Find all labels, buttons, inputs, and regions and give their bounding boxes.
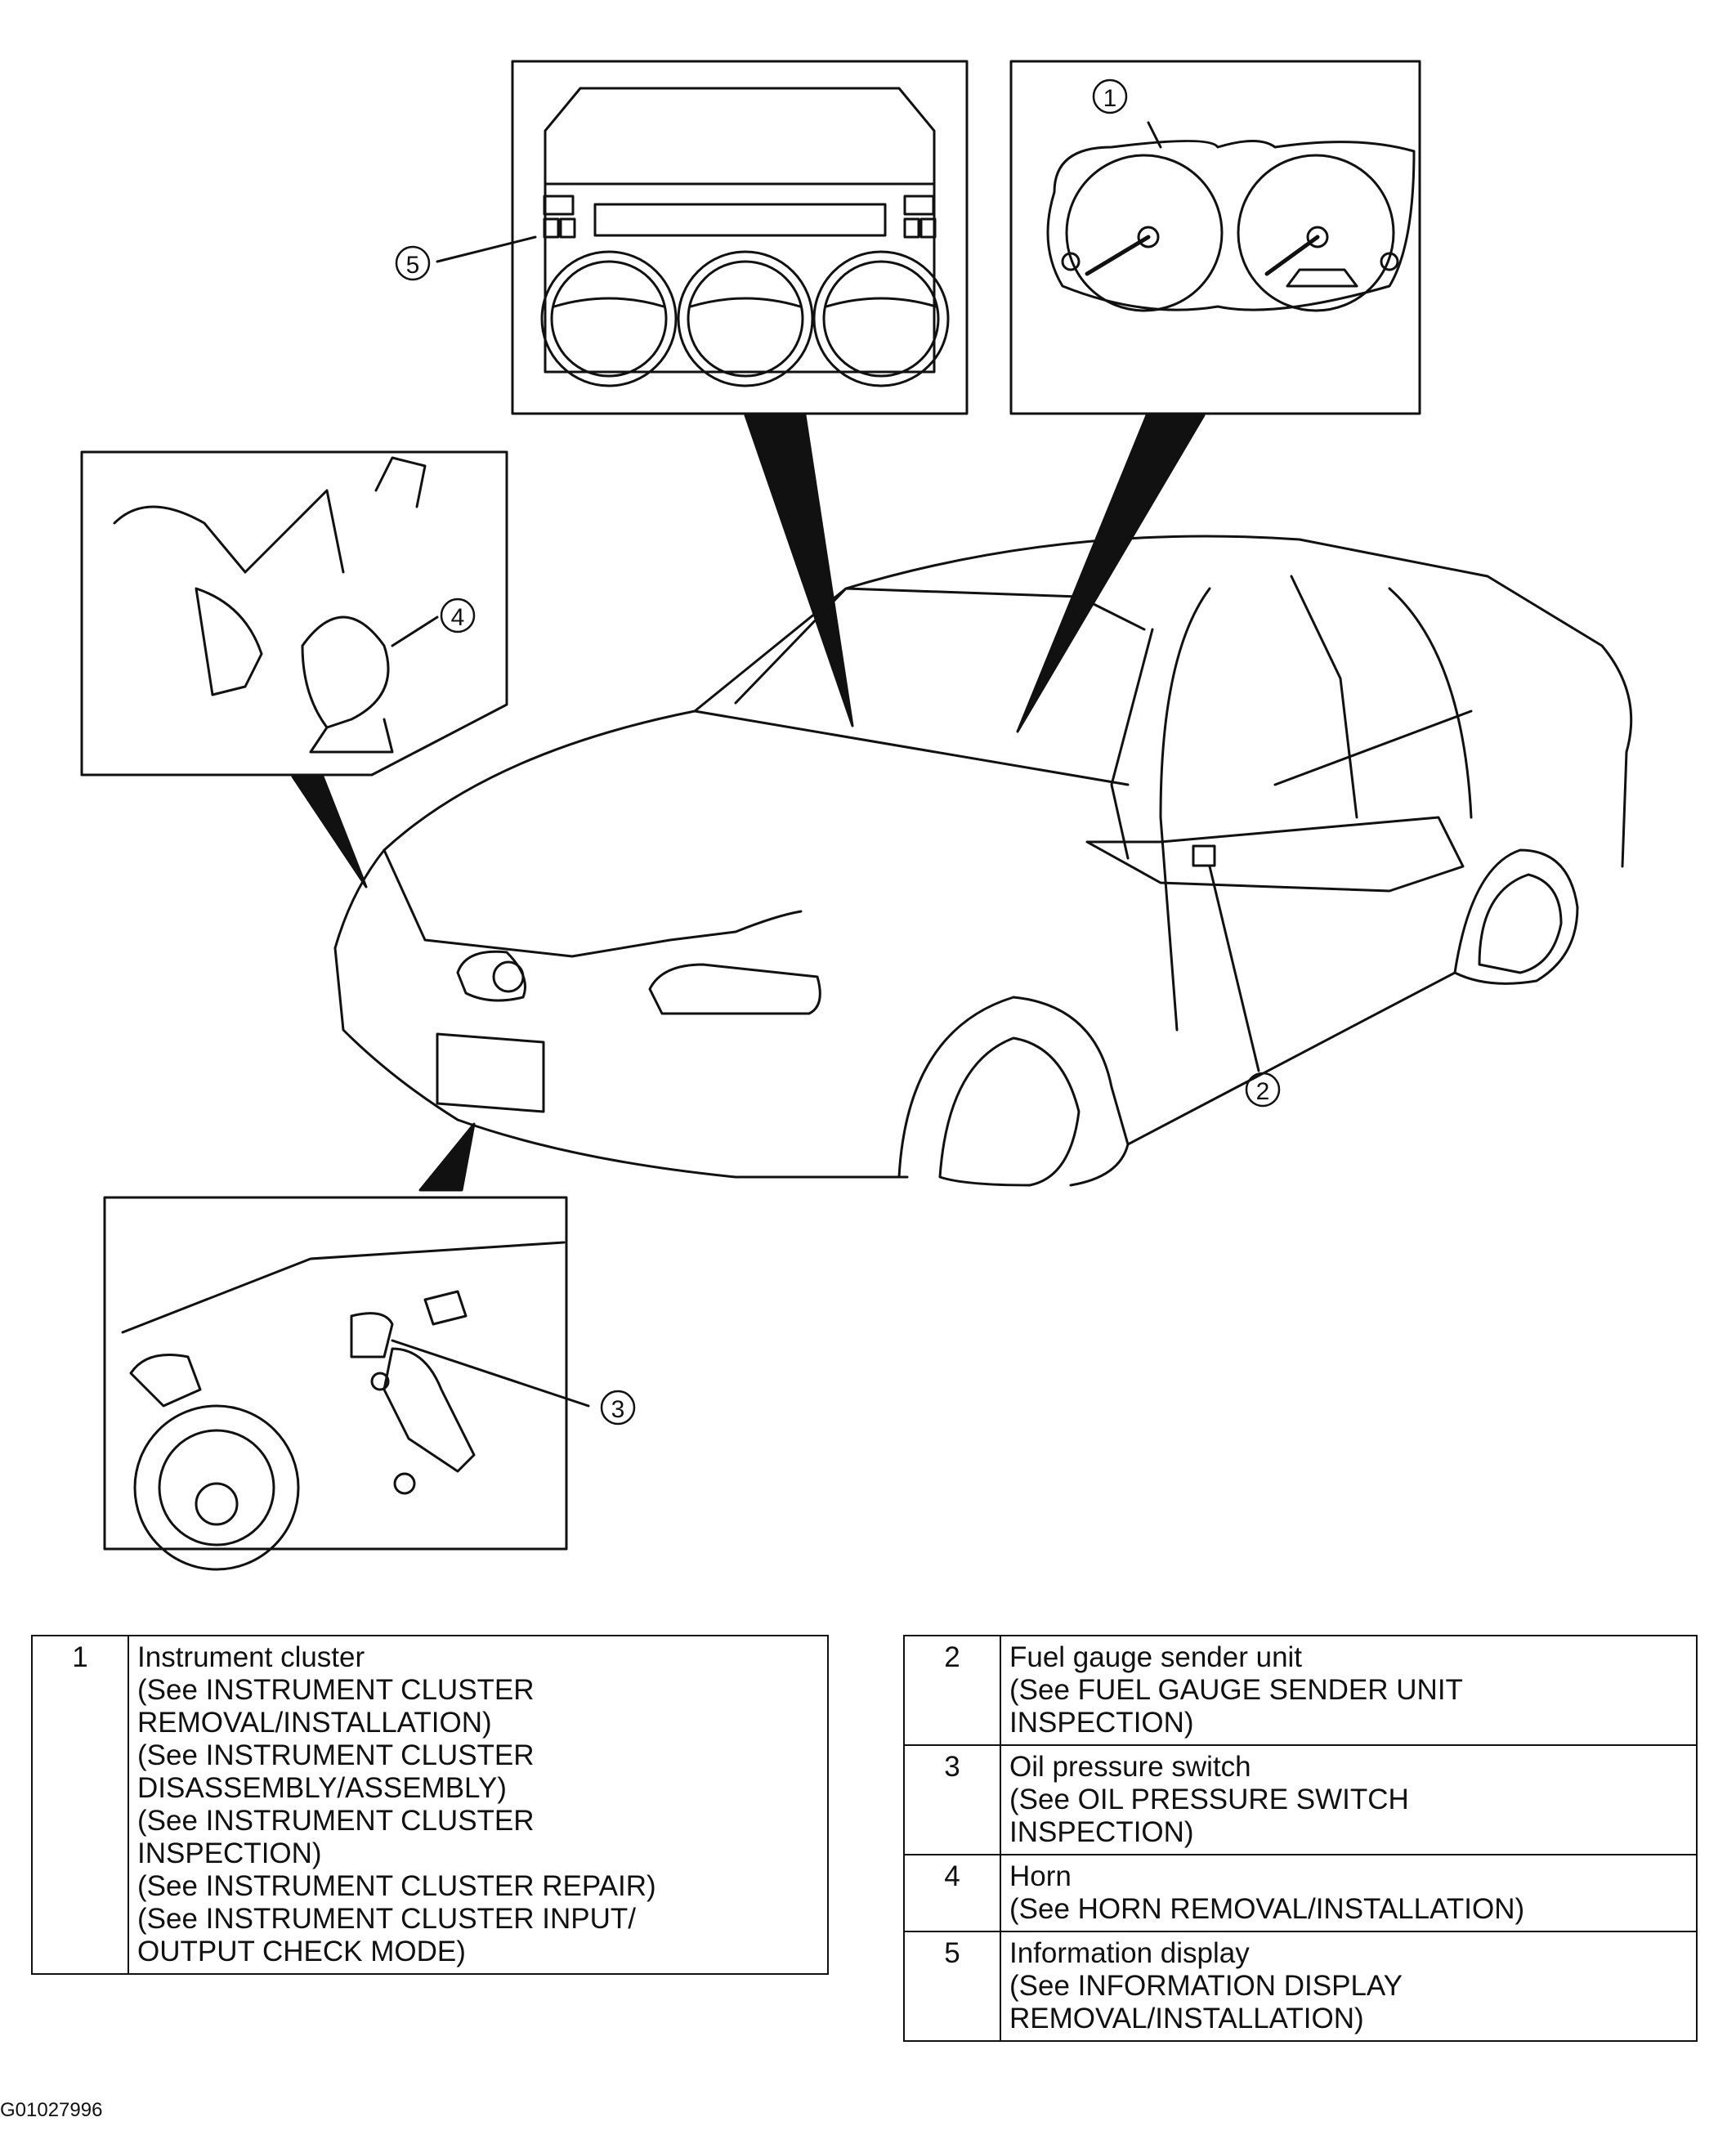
legend-number: 4 bbox=[903, 1854, 1001, 1932]
inset-oil-pressure-switch bbox=[103, 1196, 590, 1571]
figure-id: G01027996 bbox=[0, 2099, 103, 2121]
legend-line: Instrument cluster bbox=[137, 1641, 365, 1673]
legend-line: INSPECTION) bbox=[1009, 1707, 1194, 1739]
legend-line: REMOVAL/INSTALLATION) bbox=[137, 1707, 492, 1739]
legend-line: INSPECTION) bbox=[1009, 1816, 1194, 1848]
inset-horn bbox=[80, 450, 508, 777]
legend-number: 5 bbox=[903, 1931, 1001, 2042]
legend-line: DISASSEMBLY/ASSEMBLY) bbox=[137, 1772, 507, 1804]
legend-description: Instrument cluster (See INSTRUMENT CLUST… bbox=[128, 1635, 829, 1975]
legend-line: (See INSTRUMENT CLUSTER REPAIR) bbox=[137, 1870, 656, 1902]
pointer-wedges bbox=[291, 414, 1206, 1192]
legend-line: Information display bbox=[1009, 1937, 1250, 1969]
car-outline bbox=[333, 535, 1633, 1187]
inset-instrument-cluster bbox=[1009, 60, 1421, 415]
legend-line: REMOVAL/INSTALLATION) bbox=[1009, 2003, 1364, 2034]
legend-row-2: 2 Fuel gauge sender unit (See FUEL GAUGE… bbox=[903, 1635, 1698, 1746]
legend-line: (See INSTRUMENT CLUSTER INPUT/ bbox=[137, 1903, 636, 1935]
legend-description: Oil pressure switch (See OIL PRESSURE SW… bbox=[1000, 1744, 1698, 1855]
legend-line: (See INSTRUMENT CLUSTER bbox=[137, 1674, 535, 1706]
callout-3: 3 bbox=[600, 1390, 636, 1426]
legend-line: OUTPUT CHECK MODE) bbox=[137, 1936, 466, 1967]
legend-description: Horn (See HORN REMOVAL/INSTALLATION) bbox=[1000, 1854, 1698, 1932]
legend-table-left: 1 Instrument cluster (See INSTRUMENT CLU… bbox=[31, 1635, 829, 1975]
legend-line: (See INSTRUMENT CLUSTER bbox=[137, 1739, 535, 1771]
legend-line: (See INSTRUMENT CLUSTER bbox=[137, 1805, 535, 1837]
legend-number: 3 bbox=[903, 1744, 1001, 1855]
callout-2: 2 bbox=[1245, 1072, 1281, 1108]
callout-5-label: 5 bbox=[406, 252, 420, 279]
inset-information-display bbox=[436, 60, 969, 415]
legend-description: Information display (See INFORMATION DIS… bbox=[1000, 1931, 1698, 2042]
legend-line: (See INFORMATION DISPLAY bbox=[1009, 1970, 1403, 2002]
legend-line: (See OIL PRESSURE SWITCH bbox=[1009, 1784, 1409, 1815]
legend-description: Fuel gauge sender unit (See FUEL GAUGE S… bbox=[1000, 1635, 1698, 1746]
legend-row-3: 3 Oil pressure switch (See OIL PRESSURE … bbox=[903, 1744, 1698, 1855]
legend-row-1: 1 Instrument cluster (See INSTRUMENT CLU… bbox=[31, 1635, 829, 1975]
legend-line: Horn bbox=[1009, 1860, 1072, 1892]
callout-4: 4 bbox=[440, 598, 476, 633]
legend-row-5: 5 Information display (See INFORMATION D… bbox=[903, 1931, 1698, 2042]
legend-line: (See FUEL GAUGE SENDER UNIT bbox=[1009, 1674, 1463, 1706]
legend-row-4: 4 Horn (See HORN REMOVAL/INSTALLATION) bbox=[903, 1854, 1698, 1932]
callout-4-label: 4 bbox=[451, 604, 465, 631]
callout-1-label: 1 bbox=[1103, 85, 1117, 112]
legend-table-right: 2 Fuel gauge sender unit (See FUEL GAUGE… bbox=[903, 1635, 1698, 2042]
callout-1: 1 bbox=[1092, 78, 1128, 114]
callout-5: 5 bbox=[395, 245, 431, 281]
legend-line: Oil pressure switch bbox=[1009, 1751, 1251, 1783]
legend-line: Fuel gauge sender unit bbox=[1009, 1641, 1303, 1673]
callout-3-label: 3 bbox=[611, 1396, 625, 1423]
legend-line: INSPECTION) bbox=[137, 1837, 322, 1869]
callout-2-label: 2 bbox=[1256, 1078, 1270, 1105]
legend-number: 1 bbox=[31, 1635, 129, 1975]
legend-number: 2 bbox=[903, 1635, 1001, 1746]
legend-line: (See HORN REMOVAL/INSTALLATION) bbox=[1009, 1893, 1525, 1925]
